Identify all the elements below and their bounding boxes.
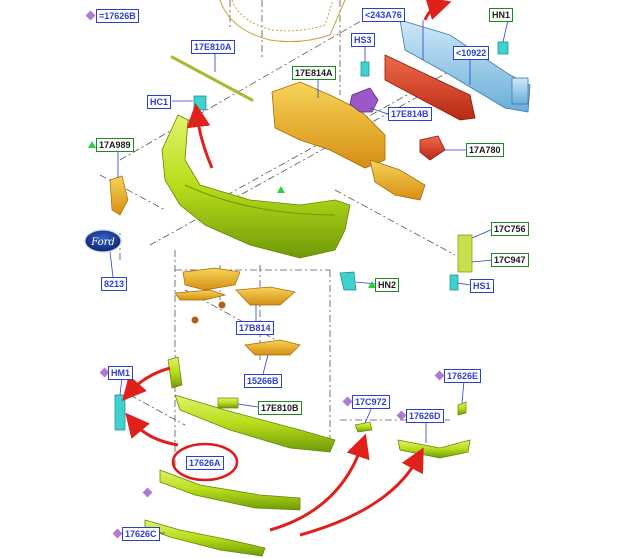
grille-insert-2 [174,289,227,301]
purple-mount-bracket [349,87,379,113]
clip-HS1 [449,274,459,291]
deflector-17626C [144,519,266,557]
ford-logo-text: Ford [90,237,115,248]
legend-code: =17626B [96,9,139,23]
lower-splash-shield [369,159,426,201]
callout-17626C[interactable]: 17626C [122,527,160,541]
callout-HN2-triangle [368,281,376,288]
callout-HC1[interactable]: HC1 [147,95,172,109]
trim-clip-17E810B [217,397,239,409]
callout-17A989-triangle [88,141,96,148]
bumper-triangle [277,186,285,193]
callout-HS3[interactable]: HS3 [351,33,375,47]
fastener-1 [191,316,199,324]
callout-17626D[interactable]: 17626D [406,409,444,423]
tow-eye-cover-bracket [419,135,446,161]
callout-HN2[interactable]: HN2 [375,278,400,292]
bumper-cover-crease [184,184,336,216]
clip-HC1 [193,95,207,111]
callout-243A76[interactable]: <243A76 [362,8,405,22]
sensor-bracket [457,234,473,273]
lower-valance-17E810B [174,394,336,453]
assembly-arrows [122,0,452,537]
callout-10922[interactable]: <10922 [453,46,490,60]
callout-17A989[interactable]: 17A989 [96,138,134,152]
clip-HM1 [114,394,126,431]
clip-HN2 [339,271,357,291]
callout-8213[interactable]: 8213 [101,277,128,291]
callout-HS1[interactable]: HS1 [470,279,494,293]
callout-HN1[interactable]: HN1 [489,8,514,22]
callout-17B814[interactable]: 17B814 [236,321,274,335]
callout-17C756[interactable]: 17C756 [491,222,529,236]
lower-air-deflector-17626A [159,469,301,511]
clip-HN1 [497,41,509,55]
callout-17626E[interactable]: 17626E [444,369,482,383]
trim-17626D [397,439,471,459]
callout-17C972[interactable]: 17C972 [352,395,390,409]
callout-17626A[interactable]: 17626A [186,456,224,470]
beam-bracket-right [511,77,529,105]
upper-grille-mesh [219,0,346,43]
trim-17626E [457,401,467,416]
callout-HM1[interactable]: HM1 [108,366,134,380]
trim-17C972 [354,421,373,433]
callout-17E814A[interactable]: 17E814A [292,66,336,80]
highlight-circle [171,442,239,482]
energy-absorber [384,54,476,121]
fastener-2 [218,301,226,309]
grille-insert-1 [182,267,241,291]
clip-HS3 [360,61,370,77]
callout-17A780[interactable]: 17A780 [466,143,504,157]
side-reflector [109,175,129,216]
callout-leaders [109,19,509,534]
upper-splash-shield [271,81,386,169]
grille-insert-3 [235,286,296,306]
callout-17E814B[interactable]: 17E814B [388,107,432,121]
callout-17E810B[interactable]: 17E810B [258,401,302,415]
callout-15266B[interactable]: 15266B [244,374,282,388]
ford-oval-logo [84,229,122,253]
callout-17E810A[interactable]: 17E810A [191,40,235,54]
callout-17C947[interactable]: 17C947 [491,253,529,267]
lower-grille-15266B [244,339,301,356]
side-trim-left [167,356,183,389]
front-bumper-cover [161,114,351,259]
upper-trim-rod [170,55,254,102]
